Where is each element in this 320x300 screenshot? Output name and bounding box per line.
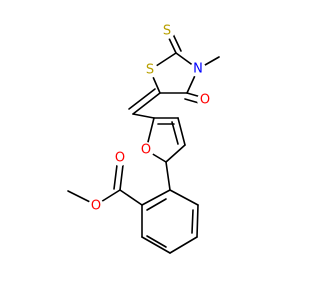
atom-label-o-carbonyl: O: [200, 93, 210, 108]
atom-o-furan: O: [138, 142, 154, 158]
bond-bz-4: [141, 236, 171, 254]
atom-label-n-ring: N: [193, 62, 203, 77]
bond-bz-dbl-2: [146, 235, 167, 248]
bond-bz-ester-c: [119, 189, 143, 206]
chemical-structure-diagram: S S N O O O O: [67, 23, 220, 254]
bond-bz-3: [169, 236, 198, 254]
bond-furan-c3-c4-b: [171, 121, 179, 145]
bond-c5-ch-b: [128, 88, 156, 110]
bond-c5-ch-a: [132, 92, 161, 115]
atom-label-o-ester: O: [91, 199, 101, 214]
bond-bz-1: [169, 189, 199, 206]
bond-furan-benzene: [165, 161, 171, 191]
bond-furan-c3-c4-a: [177, 117, 186, 146]
bond-ch-furan-c2: [132, 113, 155, 119]
bonds: [67, 31, 220, 254]
atom-label-s-ring: S: [146, 63, 154, 78]
atom-label-s-thione: S: [163, 24, 171, 39]
bond-bz-2: [196, 204, 199, 238]
atom-label-o-ester-carbonyl: O: [115, 151, 125, 166]
bond-bz-dbl-3: [146, 198, 167, 211]
atom-s-thione: S: [159, 23, 175, 39]
atom-n-ring: N: [190, 61, 206, 77]
bond-bz-dbl-1: [191, 209, 194, 234]
atom-o-carbonyl: O: [197, 92, 213, 108]
atom-label-o-furan: O: [141, 143, 151, 158]
atom-s-ring: S: [142, 62, 158, 78]
atom-labels: S S N O O O O: [88, 23, 213, 214]
bond-c4-o-b: [184, 98, 200, 104]
bond-ester-c-o-a: [119, 164, 124, 191]
atom-o-ester: O: [88, 198, 104, 214]
bond-furan-c4-c5: [165, 144, 186, 163]
bond-ester-c-o-b: [113, 164, 118, 190]
bond-bz-6: [141, 189, 171, 206]
atom-o-ester-carbonyl: O: [112, 150, 128, 166]
